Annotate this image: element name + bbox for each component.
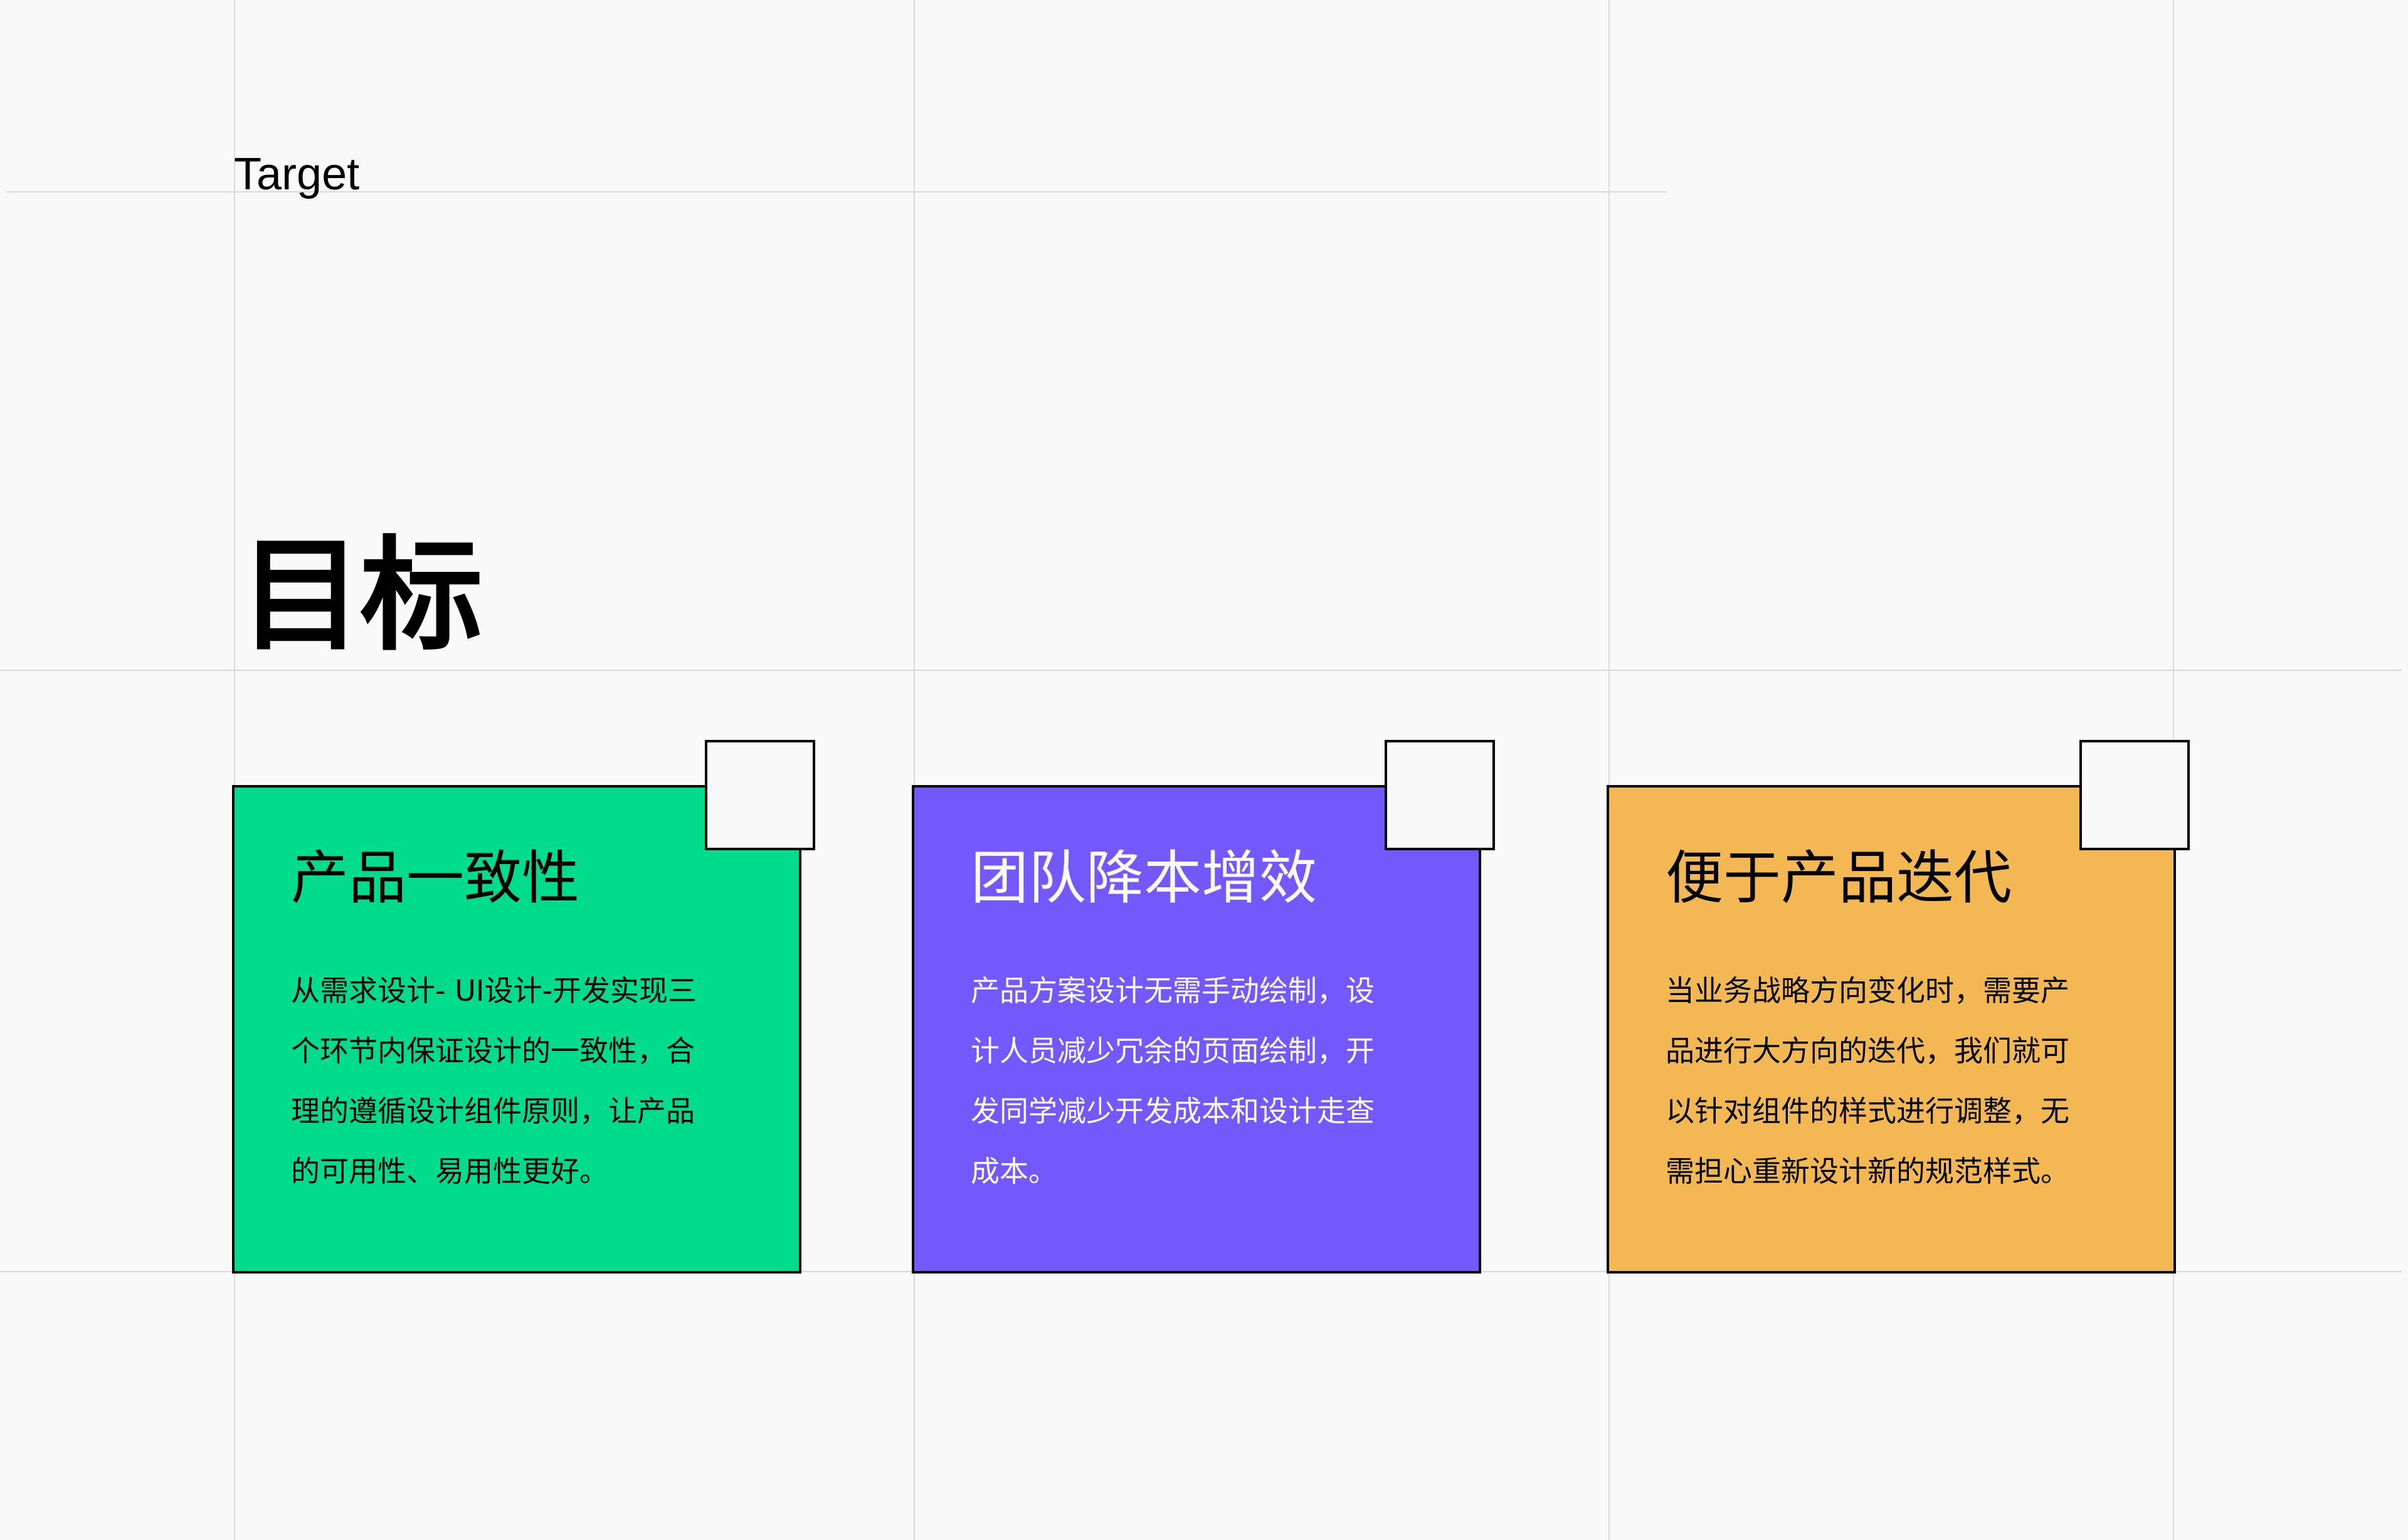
card-description: 从需求设计- UI设计-开发实现三 个环节内保证设计的一致性，合 理的遵循设计组…: [291, 961, 717, 1201]
card-text-line: 成本。: [971, 1154, 1057, 1188]
grid-line-vertical-1: [234, 0, 235, 1540]
card-text-line: 品进行大方向的迭代，我们就可: [1666, 1034, 2069, 1068]
card-text-line: 以针对组件的样式进行调整，无: [1666, 1094, 2069, 1128]
card-text-line: 计人员减少冗余的页面绘制，开: [971, 1034, 1375, 1068]
card-description: 当业务战略方向变化时，需要产 品进行大方向的迭代，我们就可 以针对组件的样式进行…: [1666, 961, 2092, 1201]
card-description: 产品方案设计无需手动绘制，设 计人员减少冗余的页面绘制，开 发同学减少开发成本和…: [971, 961, 1397, 1201]
grid-line-title: [0, 670, 2402, 671]
page-title: 目标: [240, 525, 483, 668]
grid-line-vertical-3: [1608, 0, 1610, 1540]
card-text-line: 产品方案设计无需手动绘制，设: [971, 974, 1375, 1008]
card-corner-square: [705, 740, 815, 850]
card-text-line: 从需求设计- UI设计-开发实现三: [291, 974, 697, 1008]
card-corner-square: [2079, 740, 2190, 850]
card-title: 团队降本增效: [971, 845, 1318, 912]
section-label: Target: [234, 149, 360, 199]
card-title: 产品一致性: [291, 845, 580, 912]
card-text-line: 发同学减少开发成本和设计走查: [971, 1094, 1375, 1128]
grid-line-header: [6, 191, 1667, 192]
card-text-line: 的可用性、易用性更好。: [291, 1154, 608, 1188]
card-corner-square: [1385, 740, 1495, 850]
card-text-line: 个环节内保证设计的一致性，合: [291, 1034, 695, 1068]
grid-line-vertical-2: [914, 0, 915, 1540]
card-text-line: 当业务战略方向变化时，需要产: [1666, 974, 2069, 1008]
card-title: 便于产品迭代: [1666, 845, 2012, 912]
card-text-line: 需担心重新设计新的规范样式。: [1666, 1154, 2069, 1188]
goal-card-consistency: 产品一致性 从需求设计- UI设计-开发实现三 个环节内保证设计的一致性，合 理…: [232, 740, 815, 1274]
goal-card-efficiency: 团队降本增效 产品方案设计无需手动绘制，设 计人员减少冗余的页面绘制，开 发同学…: [912, 740, 1495, 1274]
card-text-line: 理的遵循设计组件原则，让产品: [291, 1094, 695, 1128]
goal-card-iteration: 便于产品迭代 当业务战略方向变化时，需要产 品进行大方向的迭代，我们就可 以针对…: [1607, 740, 2190, 1274]
